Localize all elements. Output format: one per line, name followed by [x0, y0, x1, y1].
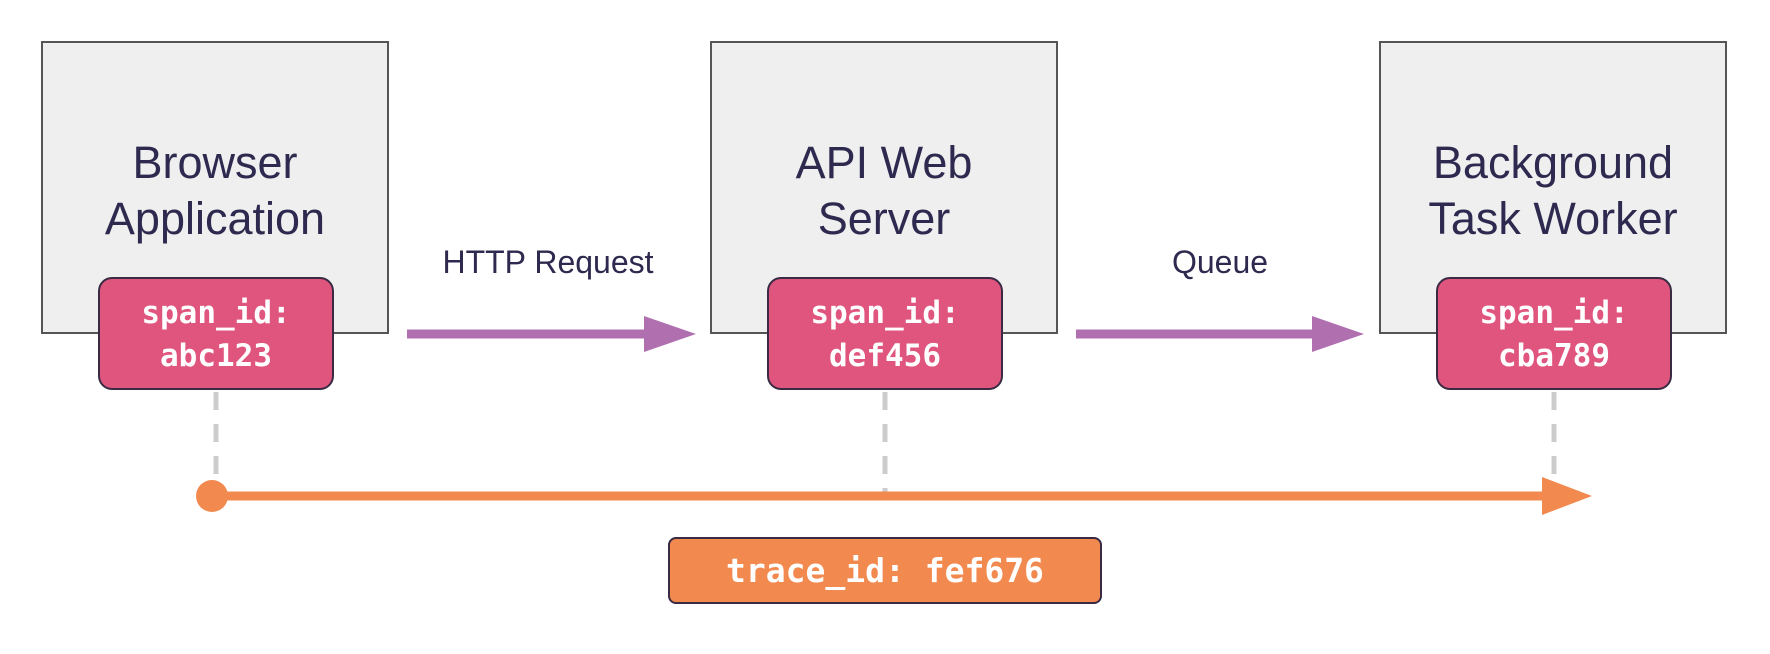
- span-tag-browser: span_id: abc123: [98, 277, 334, 390]
- trace-id-tag: trace_id: fef676: [668, 537, 1102, 604]
- http-request-arrowhead: [644, 316, 696, 352]
- service-title-browser: Browser Application: [104, 137, 326, 244]
- service-title-api: API Web Server: [795, 137, 973, 244]
- edge-label-queue: Queue: [1171, 244, 1269, 280]
- span-tag-api: span_id: def456: [767, 277, 1003, 390]
- trace-arrowhead: [1542, 477, 1592, 515]
- span-tag-worker: span_id: cba789: [1436, 277, 1672, 390]
- queue-arrowhead: [1312, 316, 1364, 352]
- service-title-worker: Background Task Worker: [1428, 137, 1678, 244]
- edge-label-http-request: HTTP Request: [442, 244, 654, 280]
